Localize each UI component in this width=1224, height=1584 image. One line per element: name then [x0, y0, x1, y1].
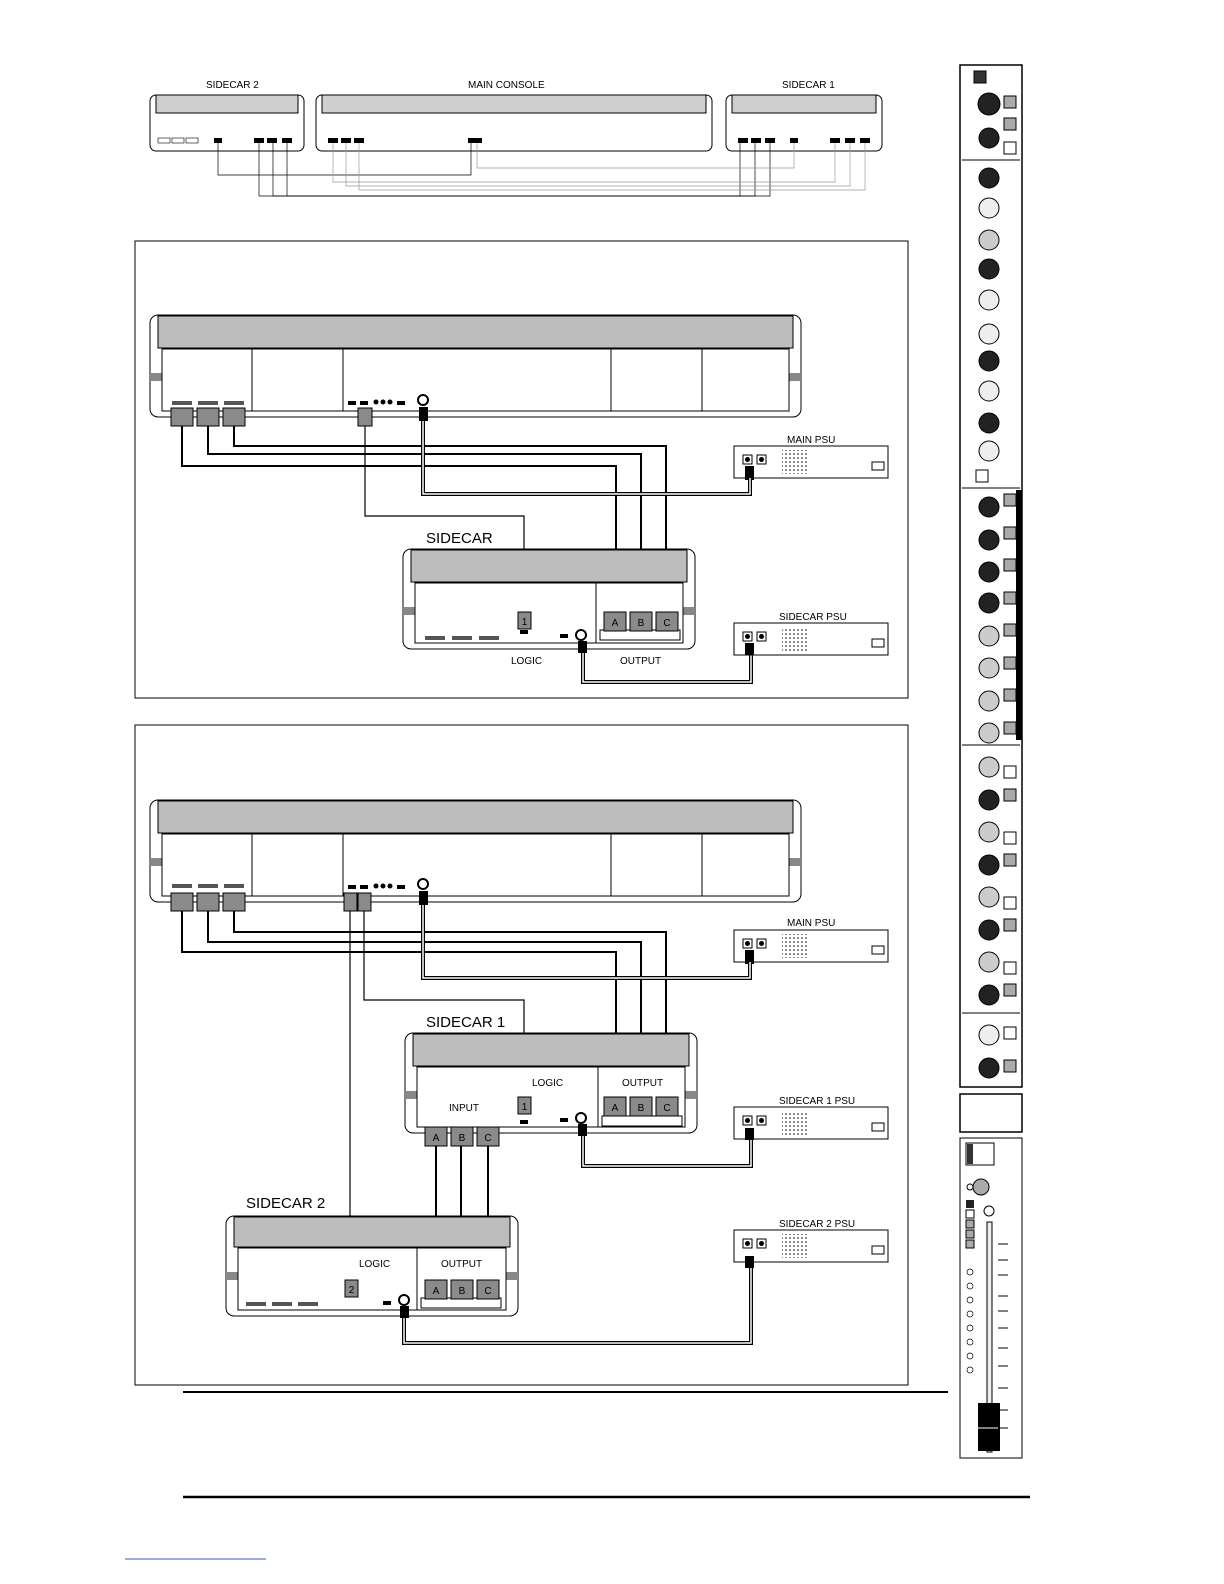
panel2-sidecar2-logic-label: LOGIC — [359, 1259, 390, 1270]
panel2-sidecar2-psu-label: SIDECAR 2 PSU — [779, 1219, 855, 1230]
panel2-main-psu-label: MAIN PSU — [787, 918, 835, 929]
panel2-sidecar1-logic-port: 1 — [522, 1102, 528, 1113]
panel2-sidecar1: SIDECAR 1 1 A B C LOGIC OUTPUT INPUT — [405, 1014, 697, 1146]
panel1-sidecar: SIDECAR 1 A B C LOGIC OU — [403, 530, 695, 667]
panel2-sidecar2-output-port-b: B — [459, 1286, 466, 1297]
panel2-sidecar2-output-label: OUTPUT — [441, 1259, 482, 1270]
panel2-sidecar2-title: SIDECAR 2 — [246, 1195, 325, 1212]
panel1-main-psu-label: MAIN PSU — [787, 435, 835, 446]
panel2-sidecar2-output-port-c: C — [484, 1286, 491, 1297]
panel2-sidecar1-output-port-b: B — [638, 1103, 645, 1114]
panel1-sidecar-psu: SIDECAR PSU — [734, 612, 888, 655]
panel2-sidecar1-input-port-c: C — [484, 1133, 491, 1144]
panel2-sidecar1-psu: SIDECAR 1 PSU — [734, 1096, 888, 1140]
panel2-sidecar2: SIDECAR 2 2 A B C LOGIC OUTPUT — [226, 1195, 518, 1318]
overview-main-unit — [316, 95, 712, 151]
panel2-sidecar2-psu: SIDECAR 2 PSU — [734, 1219, 888, 1268]
panel1-main-console — [150, 315, 801, 426]
panel2-sidecar1-input-port-a: A — [433, 1133, 440, 1144]
panel1-sidecar-psu-label: SIDECAR PSU — [779, 612, 847, 623]
panel2-sidecar2-logic-port: 2 — [349, 1285, 355, 1296]
panel2-sidecar2-output-port-a: A — [433, 1286, 440, 1297]
panel2-sidecar1-output-port-c: C — [663, 1103, 670, 1114]
overview-sidecar2-unit — [150, 95, 304, 151]
panel2-sidecar1-input-label: INPUT — [449, 1103, 479, 1114]
panel2-sidecar1-output-port-a: A — [612, 1103, 619, 1114]
panel1-output-port-b: B — [638, 618, 645, 629]
panel2-sidecar1-title: SIDECAR 1 — [426, 1014, 505, 1031]
overview-sidecar1-label: SIDECAR 1 — [782, 80, 835, 91]
panel2-main-console — [150, 800, 801, 911]
panel1-logic-label: LOGIC — [511, 656, 542, 667]
panel1-output-port-c: C — [663, 618, 670, 629]
panel1-main-psu: MAIN PSU — [734, 435, 888, 480]
overview-diagram: SIDECAR 2 MAIN CONSOLE SIDECAR 1 — [150, 80, 882, 196]
overview-sidecar2-label: SIDECAR 2 — [206, 80, 259, 91]
panel1-output-port-a: A — [612, 618, 619, 629]
overview-main-label: MAIN CONSOLE — [468, 80, 545, 91]
panel1-output-label: OUTPUT — [620, 656, 661, 667]
panel2-sidecar1-logic-label: LOGIC — [532, 1078, 563, 1089]
panel-two-sidecars: MAIN PSU SIDECAR 1 — [135, 725, 908, 1385]
panel1-sidecar-title: SIDECAR — [426, 530, 493, 547]
overview-sidecar1-unit — [726, 95, 882, 151]
channel-strip-graphic — [960, 65, 1022, 1458]
panel2-sidecar1-psu-label: SIDECAR 1 PSU — [779, 1096, 855, 1107]
panel2-main-psu: MAIN PSU — [734, 918, 888, 964]
panel2-sidecar1-output-label: OUTPUT — [622, 1078, 663, 1089]
panel2-sidecar1-input-port-b: B — [459, 1133, 466, 1144]
panel1-logic-port: 1 — [522, 617, 528, 628]
panel-single-sidecar: MAIN PSU SIDECAR — [135, 241, 908, 698]
